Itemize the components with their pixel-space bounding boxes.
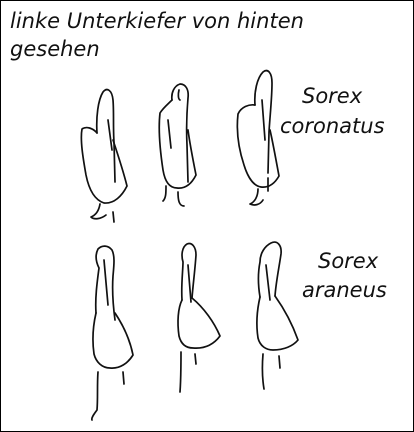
jaw-sketch-coronatus-1 <box>81 90 127 222</box>
jaw-sketch-araneus-2 <box>178 244 220 392</box>
jaw-sketch-coronatus-3 <box>237 71 279 205</box>
jaw-sketch-araneus-3 <box>257 242 298 389</box>
jaw-sketch-coronatus-2 <box>159 84 196 206</box>
jaw-sketch-araneus-1 <box>92 246 133 420</box>
